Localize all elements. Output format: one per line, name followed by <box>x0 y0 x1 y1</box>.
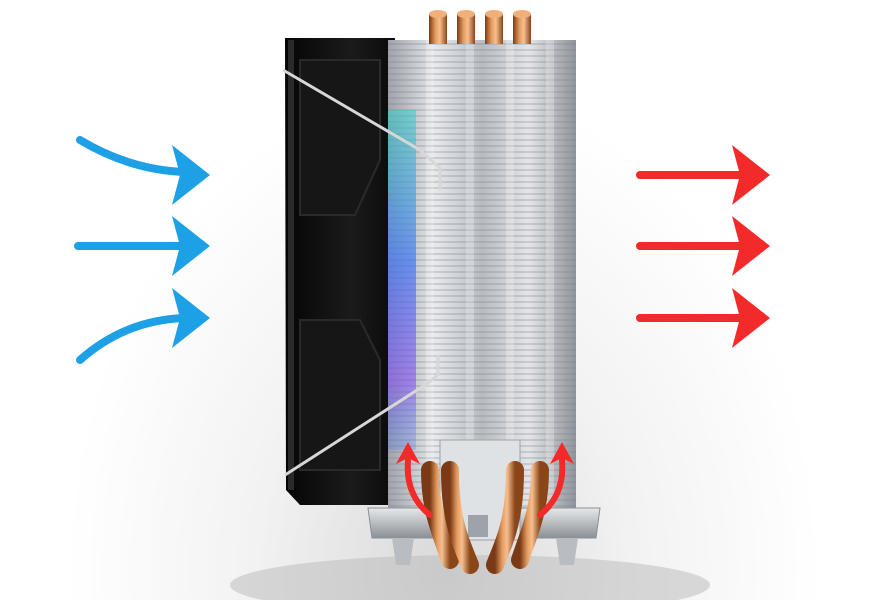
fin-highlight <box>506 40 514 510</box>
exhaust-arrow-head <box>732 288 770 348</box>
heatpipe-bends <box>421 461 549 574</box>
heatpipe-bend <box>441 461 479 574</box>
fin-highlight <box>466 40 474 510</box>
intake-arrow-head <box>172 216 210 276</box>
intake-airflow-arrows <box>74 136 210 364</box>
fan-clip-top <box>282 68 442 190</box>
intake-arrow-head <box>172 145 210 205</box>
fin-highlight <box>426 40 434 510</box>
heatpipe-cap <box>513 10 531 18</box>
heat-rising-arrows <box>396 442 574 518</box>
cooling-fan <box>285 38 395 505</box>
intake-arrow-head <box>172 288 210 348</box>
fin-highlight <box>546 40 554 510</box>
heat-arrow-shaft <box>404 457 433 518</box>
heatpipe-bend <box>511 461 549 569</box>
heatpipes <box>429 10 531 44</box>
heatsink-fins <box>388 40 576 510</box>
heatpipe-cap <box>457 10 475 18</box>
heatpipe-top <box>429 14 447 44</box>
floor-shadow <box>230 555 710 600</box>
fan-clip-bottom <box>284 355 440 477</box>
heatpipe-top <box>513 14 531 44</box>
heatpipe-cap <box>429 10 447 18</box>
exhaust-airflow-arrows <box>636 145 770 348</box>
heatpipe-bend <box>421 461 459 569</box>
exhaust-arrow-head <box>732 145 770 205</box>
exhaust-arrow-head <box>732 216 770 276</box>
intake-arrow-shaft <box>76 314 189 364</box>
heatpipe-top <box>485 14 503 44</box>
heat-arrow-shaft <box>537 457 566 518</box>
heat-arrow-head <box>550 442 574 464</box>
heatpipe-top <box>457 14 475 44</box>
heat-arrow-head <box>396 442 420 464</box>
intake-arrow-shaft <box>76 136 189 176</box>
heatpipe-cap <box>485 10 503 18</box>
heatpipe-bend <box>486 461 524 574</box>
